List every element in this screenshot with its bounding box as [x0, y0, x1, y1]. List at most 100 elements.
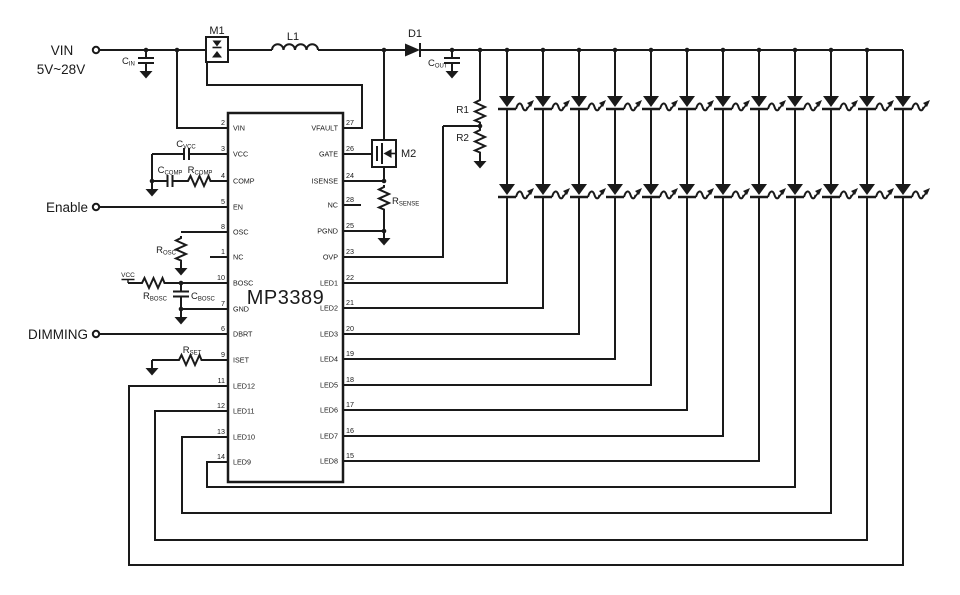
pin-name: ISET [233, 356, 250, 365]
pin-name: BOSC [233, 279, 253, 288]
m1-mosfet: M1 [205, 25, 229, 63]
label-ccomp: CCOMP [158, 165, 183, 177]
m2-mosfet: M2 [371, 50, 416, 181]
label-cin: CIN [122, 56, 135, 68]
rset-zigzag [176, 354, 204, 366]
led-icon [784, 182, 824, 200]
pin-number: 28 [346, 195, 354, 204]
ground-symbol [145, 189, 159, 197]
rsense-resistor: RSENSE [378, 184, 419, 231]
label-rset: RSET [183, 345, 202, 357]
ccomp-plates [166, 174, 174, 188]
pin-number: 16 [346, 426, 354, 435]
bosc-network: VCC RBOSC CBOSC [121, 272, 228, 317]
led-icon [892, 94, 932, 112]
label-r1: R1 [456, 105, 469, 116]
wire-rail-to-vin-pin [176, 50, 228, 129]
led-icon [820, 182, 860, 200]
dimming-input: DIMMING [28, 327, 228, 342]
cin-plates [137, 57, 155, 64]
ground-symbol [174, 268, 188, 276]
label-l1: L1 [287, 31, 299, 43]
pin-number: 9 [221, 350, 225, 359]
pin-name: GATE [319, 150, 338, 159]
ic-body [226, 111, 345, 484]
pin-name: LED7 [320, 432, 338, 441]
led-icon [856, 182, 896, 200]
pin-number: 17 [346, 400, 354, 409]
led-icon [748, 182, 788, 200]
pin-number: 22 [346, 273, 354, 282]
led-string-10-wire [181, 50, 832, 514]
pin-name: NC [233, 253, 243, 262]
pin-number: 26 [346, 144, 354, 153]
rosc-resistor: ROSC [156, 231, 228, 276]
pin-name: EN [233, 203, 243, 212]
label-m2: M2 [401, 148, 416, 160]
label-cout: COUT [428, 58, 448, 70]
pin-number: 25 [346, 221, 354, 230]
led-icon [640, 94, 680, 112]
led-string-3-wire [343, 50, 580, 335]
pin-name: LED6 [320, 406, 338, 415]
led-icon [712, 182, 752, 200]
label-m1: M1 [209, 25, 224, 37]
pin-number: 23 [346, 247, 354, 256]
pin-name: VFAULT [311, 124, 338, 133]
led-icon [496, 94, 536, 112]
pin-name: OVP [323, 253, 338, 262]
pin-name: LED2 [320, 304, 338, 313]
ground-symbol [377, 238, 391, 246]
vin-terminal: VIN 5V~28V [37, 43, 101, 77]
led-string-4-wire [343, 50, 616, 360]
ic-right-pin-names: VFAULT GATE ISENSE NC PGND OVP LED1 LED2… [311, 124, 338, 466]
comp-network: CCOMP RCOMP [152, 165, 228, 188]
pin-number: 11 [218, 376, 225, 385]
pin-name: VCC [233, 150, 248, 159]
vin-range-label: 5V~28V [37, 62, 85, 77]
ic-right-pin-numbers: 27 26 24 28 25 23 22 21 20 19 18 17 16 1… [346, 118, 354, 460]
led-string-2-wire [343, 50, 544, 309]
led-string-7-wire [343, 50, 724, 437]
pin-name: GND [233, 305, 249, 314]
cin-capacitor: CIN [122, 50, 155, 79]
pin-number: 15 [346, 451, 354, 460]
dimming-terminal-circle [91, 329, 101, 339]
ground-symbol [174, 317, 188, 325]
pin-name: NC [328, 201, 338, 210]
rcomp-zigzag [185, 175, 213, 187]
pin-number: 3 [221, 144, 225, 153]
pin-number: 4 [221, 171, 225, 180]
pin-number: 5 [221, 197, 225, 206]
pin-name: LED1 [320, 279, 338, 288]
pin-name: PGND [317, 227, 338, 236]
rset-leads [151, 359, 228, 368]
ground-symbol [139, 71, 153, 79]
label-rosc: ROSC [156, 245, 177, 257]
l1-inductor: L1 [271, 31, 319, 51]
cbosc-plates [172, 290, 190, 298]
label-cbosc: CBOSC [191, 291, 216, 303]
pin-number: 20 [346, 324, 354, 333]
wire-divider-to-ovp [343, 125, 480, 258]
pin-name: LED11 [233, 407, 254, 416]
pin-name: VIN [233, 124, 245, 133]
led-icon [748, 94, 788, 112]
pin-name: LED4 [320, 355, 338, 364]
label-rsense: RSENSE [392, 196, 419, 208]
led-string-9-wire [206, 50, 796, 488]
pin-number: 12 [217, 401, 225, 410]
led-icon [820, 94, 860, 112]
ic-part-number: MP3389 [247, 287, 325, 309]
pin-name: LED12 [233, 382, 255, 391]
pin-number: 14 [217, 452, 225, 461]
pin-number: 21 [346, 298, 354, 307]
led-icon [532, 182, 572, 200]
rset-resistor: RSET [145, 345, 228, 376]
pin-number: 2 [221, 118, 225, 127]
ic-mp3389: MP3389 VIN VCC COMP EN OSC NC BOSC GND D… [210, 111, 361, 484]
wire-m1-gate-to-vfault [206, 62, 363, 129]
led-icon [640, 182, 680, 200]
vcc-net-label: VCC [121, 272, 135, 279]
pin-name: DBRT [233, 330, 253, 339]
